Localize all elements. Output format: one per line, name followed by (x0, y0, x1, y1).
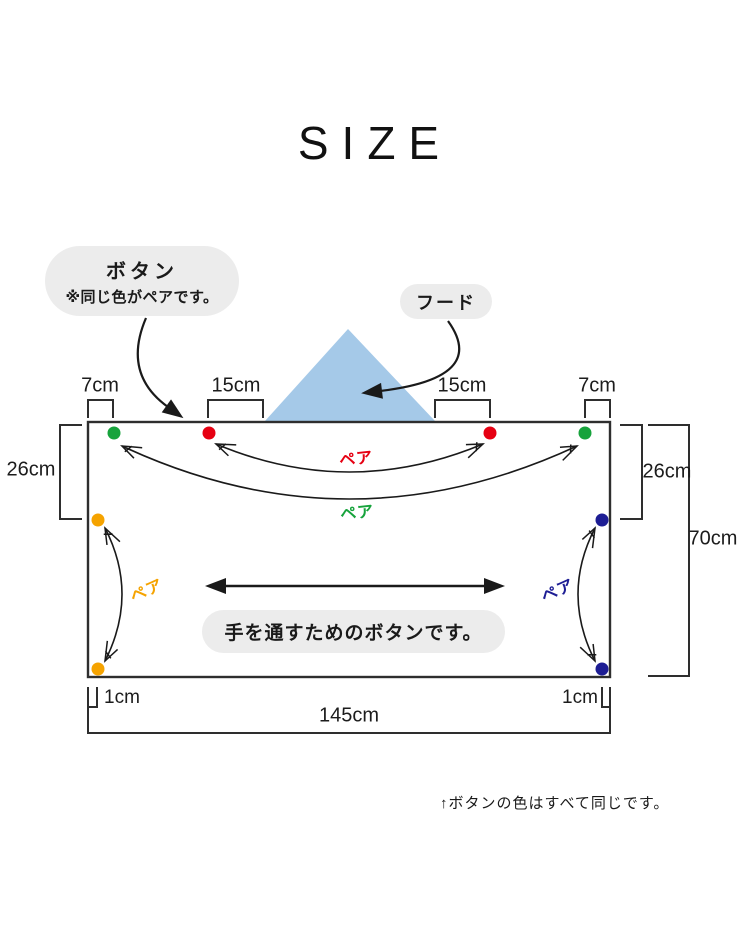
dim-tick-1cm-bottom-right (601, 687, 610, 708)
footnote-text: ↑ボタンの色はすべて同じです。 (440, 795, 670, 812)
dim-bracket-7cm-top-left (87, 399, 114, 418)
hood-callout-arrow (361, 320, 461, 399)
dim-bracket-70cm-right (648, 424, 690, 677)
button-red-top-left (202, 426, 216, 440)
button-orange-upper (91, 513, 105, 527)
dim-bracket-15cm-top-right (434, 399, 491, 418)
hands-note-label: 手を通すためのボタンです。 (224, 623, 483, 644)
dim-label-145cm-bottom: 145cm (318, 704, 380, 727)
button-green-top-left (107, 426, 121, 440)
button-orange-lower (91, 662, 105, 676)
button-navy-lower (595, 662, 609, 676)
pair-label-green: ペア (339, 503, 376, 524)
dim-tick-1cm-bottom-left (88, 687, 98, 708)
body-outline (86, 420, 612, 679)
button-green-top-right (578, 426, 592, 440)
dim-bracket-7cm-top-right (584, 399, 611, 418)
hood-triangle (265, 329, 435, 421)
hands-note-bubble: 手を通すためのボタンです。 (202, 610, 505, 653)
dim-label-1cm-bottom-left: 1cm (104, 687, 140, 708)
dim-bracket-26cm-left (59, 424, 82, 520)
dim-label-26cm-right: 26cm (642, 460, 692, 483)
dim-bracket-26cm-right (620, 424, 643, 520)
button-navy-upper (595, 513, 609, 527)
dim-label-70cm-right: 70cm (688, 527, 738, 550)
button-callout-subtitle: ※同じ色がペアです。 (65, 289, 219, 306)
dim-label-15cm-top-right: 15cm (437, 374, 487, 397)
pair-arc-navy (577, 526, 597, 663)
page-title: SIZE (297, 117, 453, 169)
pair-arc-green (120, 444, 579, 500)
dim-label-7cm-top-right: 7cm (578, 374, 616, 397)
pair-label-red: ペア (338, 449, 375, 470)
dim-label-1cm-bottom-right: 1cm (562, 687, 598, 708)
dim-label-7cm-top-left: 7cm (81, 374, 119, 397)
pair-arc-orange (103, 526, 123, 663)
button-callout-title: ボタン (106, 261, 178, 283)
button-red-top-right (483, 426, 497, 440)
hood-callout-label: フード (416, 292, 476, 313)
dim-bracket-15cm-top-left (207, 399, 264, 418)
button-callout-bubble: ボタン ※同じ色がペアです。 (45, 246, 239, 316)
button-callout-arrow (136, 317, 184, 419)
dim-label-15cm-top-left: 15cm (211, 374, 261, 397)
dim-bracket-145cm-bottom (87, 687, 611, 734)
dim-label-26cm-left: 26cm (6, 458, 56, 481)
hood-callout-bubble: フード (400, 284, 492, 319)
